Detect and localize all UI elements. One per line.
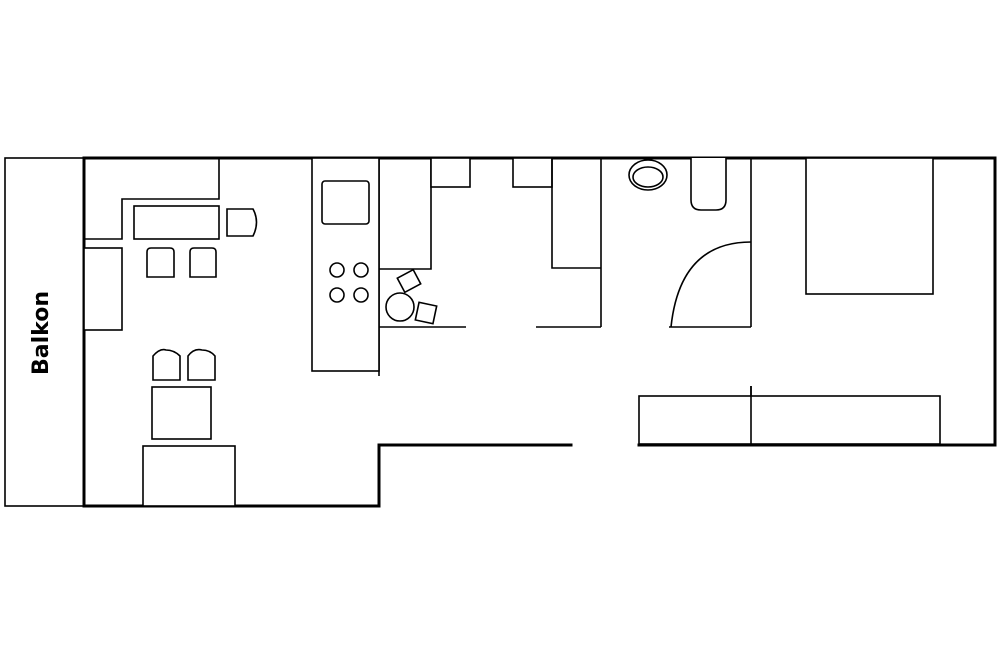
stove-burner-1 [329,262,345,278]
hall-shelf-right [512,157,553,188]
hallway [379,157,601,325]
bathtub [690,158,727,211]
stove-burner-4 [353,287,369,303]
kitchen-sink [321,180,370,225]
dining-chair-right [187,348,216,381]
washbasin-bowl [632,166,664,188]
living-area [83,158,258,507]
exterior-walls [82,156,997,508]
wardrobe [638,395,941,445]
side-cabinet [83,247,123,331]
stove-burner-2 [353,262,369,278]
balcony-label: Balkon [29,291,54,375]
outer-wall [82,156,997,508]
balcony: Balkon [4,157,85,507]
hall-closet-right [551,158,601,269]
small-chair-right [414,301,438,325]
stool-right [189,247,217,278]
sofa [142,445,236,507]
armchair [226,208,258,237]
hall-closet-left [379,158,432,270]
tv-cabinet [84,158,220,240]
bedroom [638,157,941,445]
stool-left [146,247,175,278]
small-chair-top [396,268,422,294]
bed [805,157,934,295]
stove-burner-3 [329,287,345,303]
dining-chair-left [152,348,181,381]
washbasin [628,159,668,191]
kitchen [311,157,380,372]
tv-bench [133,205,220,240]
small-table [385,292,415,322]
bathroom [628,158,752,328]
hall-shelf-left [430,157,471,188]
dining-table [151,386,212,440]
bathroom-door-swing [670,241,752,328]
